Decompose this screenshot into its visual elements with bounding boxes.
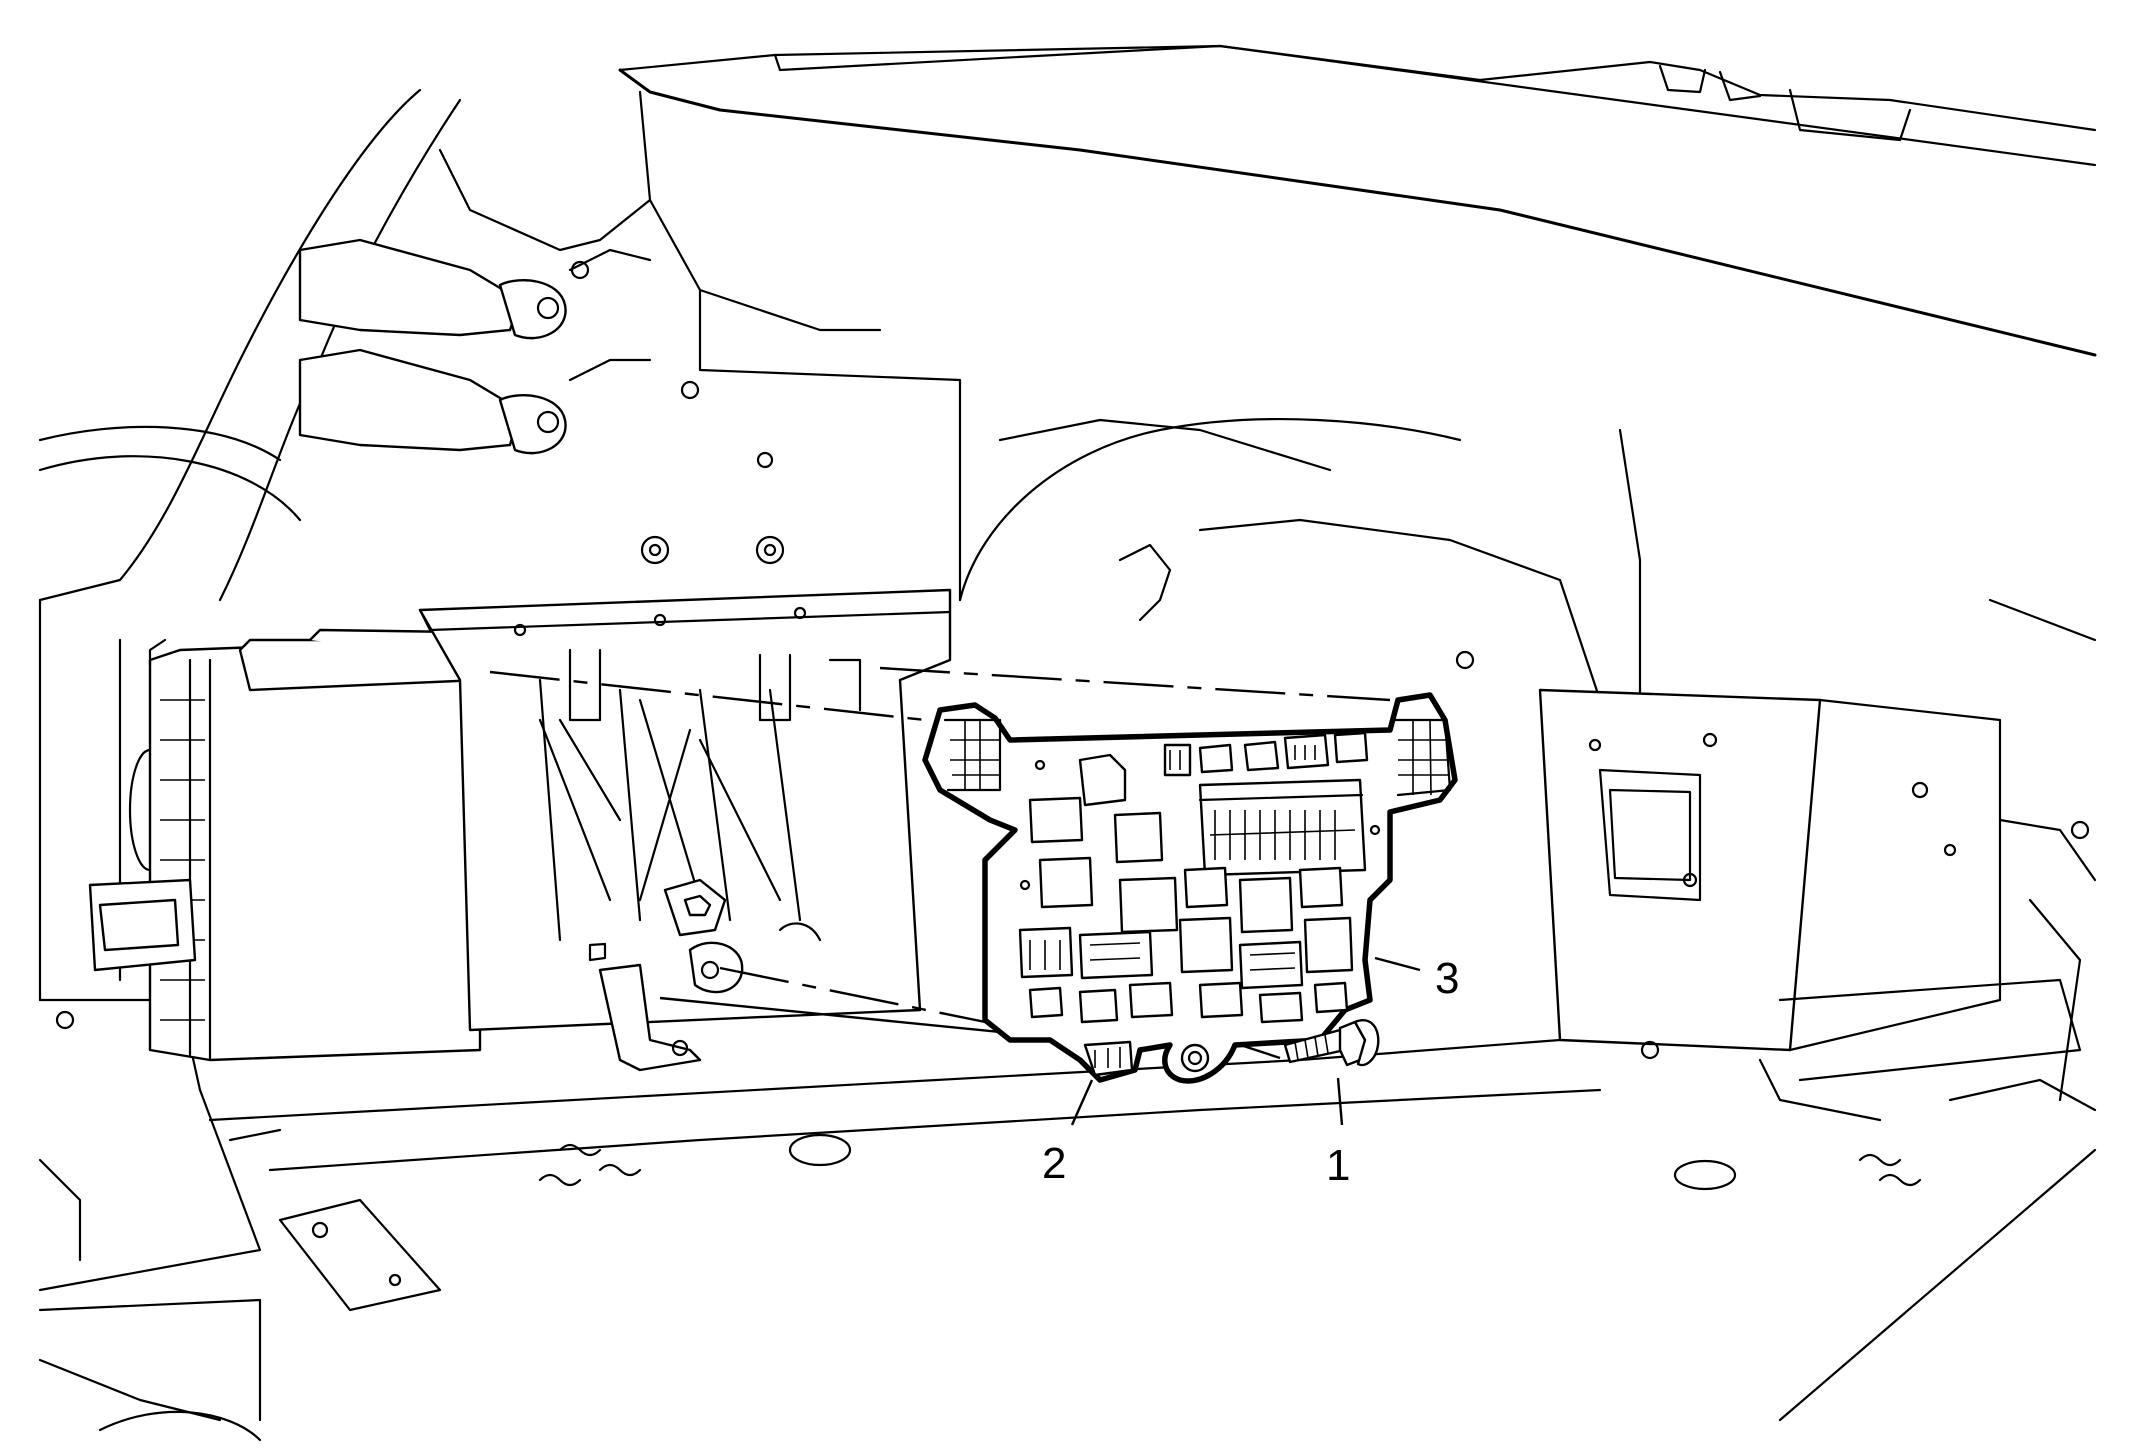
callout-leaders: [1070, 956, 1421, 1126]
upper-left-connectors: [298, 238, 652, 455]
callout-3: 3: [1435, 954, 1459, 1003]
fuse-block-assembly: [922, 692, 1458, 1084]
right-mounting-bracket: [1538, 688, 2082, 1122]
callout-1: 1: [1326, 1141, 1350, 1190]
vehicle-body-linework: [38, 44, 2097, 1442]
fuse-block-bolt: [1283, 1019, 1380, 1067]
adjacent-control-module: [88, 628, 482, 1062]
callout-2: 2: [1042, 1139, 1066, 1188]
callout-labels: 1 2 3: [1042, 954, 1459, 1190]
fuse-block-mounting-plate: [418, 588, 952, 1072]
